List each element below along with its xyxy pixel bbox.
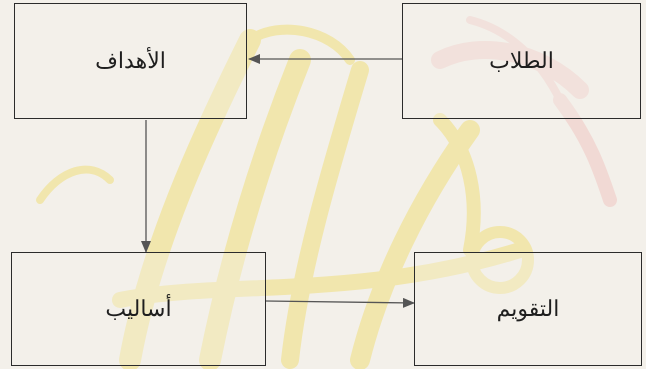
box-methods-label: أساليب bbox=[105, 296, 172, 322]
box-evaluation: التقويم bbox=[414, 252, 642, 366]
box-objectives: الأهداف bbox=[14, 3, 247, 119]
box-students: الطلاب bbox=[402, 3, 641, 119]
box-evaluation-label: التقويم bbox=[496, 296, 560, 322]
box-methods: أساليب bbox=[11, 252, 266, 366]
arrow-methods-to-evaluation bbox=[265, 297, 415, 308]
box-students-label: الطلاب bbox=[489, 48, 554, 74]
box-objectives-label: الأهداف bbox=[95, 48, 166, 74]
